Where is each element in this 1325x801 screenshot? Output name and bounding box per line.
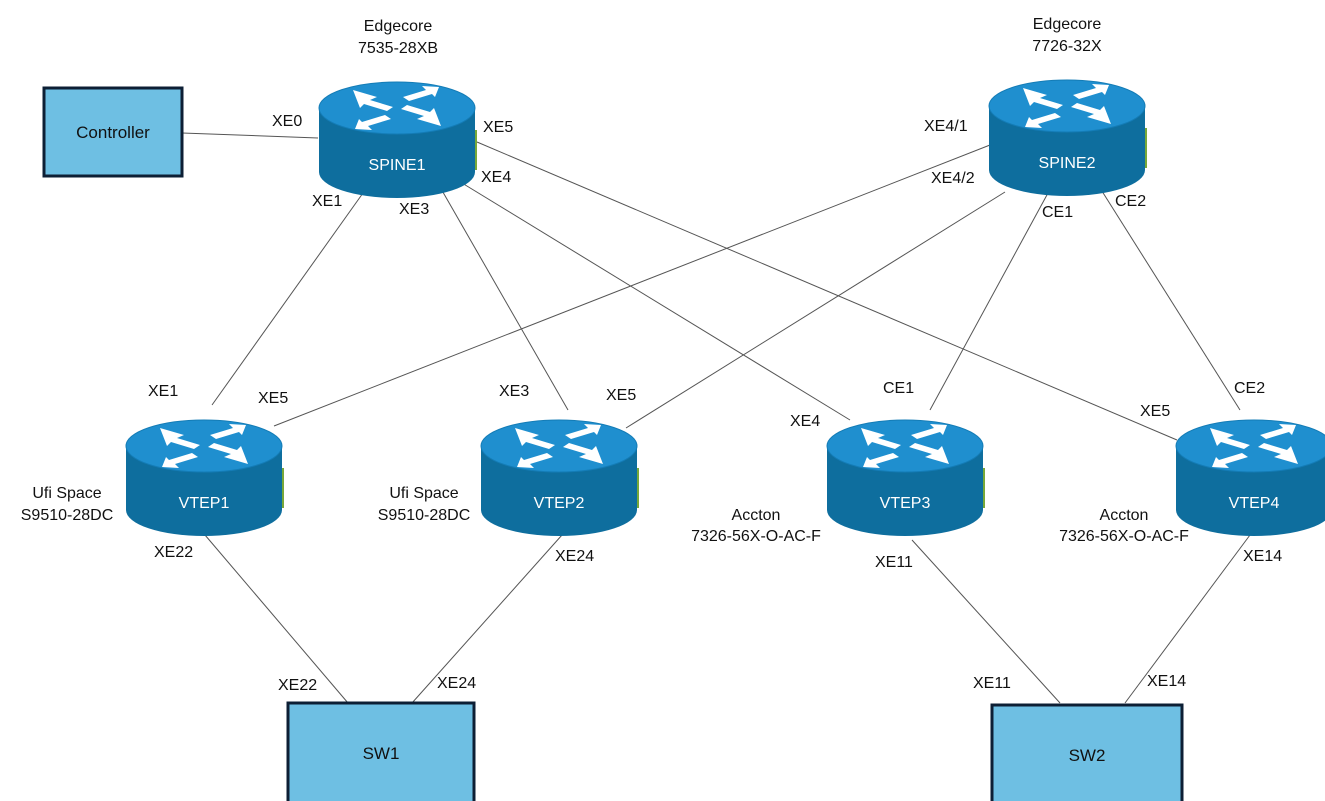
spine2-vendor: Edgecore [1033,16,1102,33]
port-label: XE22 [278,677,317,694]
link-vtep1-sw1 [204,534,349,704]
router-icon [125,419,284,537]
port-label: XE14 [1147,673,1186,690]
router-icon [988,79,1147,197]
port-label: XE0 [272,113,302,130]
sw1-label: SW1 [363,744,400,763]
link-controller-spine1 [181,132,319,139]
port-label: XE24 [555,548,594,565]
vtep1-vendor: Ufi Space [32,485,101,502]
controller-node[interactable]: Controller [42,86,184,178]
vtep4-model: 7326-56X-O-AC-F [1059,528,1189,545]
port-label: XE14 [1243,548,1282,565]
vtep2-vendor: Ufi Space [389,485,458,502]
port-label: CE1 [883,380,914,397]
port-label: XE1 [148,383,178,400]
spine1-label: SPINE1 [369,157,426,174]
port-label: XE24 [437,675,476,692]
link-vtep2-sw1 [411,534,563,704]
vtep3-model: 7326-56X-O-AC-F [691,528,821,545]
spine1-vendor: Edgecore [364,18,433,35]
port-label: XE4 [790,413,820,430]
spine1-model: 7535-28XB [358,40,438,57]
sw1-box [286,701,476,801]
link-spine2-vtep2 [625,191,1006,429]
link-spine1-vtep2 [439,186,569,411]
vtep1-node[interactable]: VTEP1 Ufi Space S9510-28DC [21,419,284,537]
vtep1-label: VTEP1 [179,495,230,512]
spine2-label: SPINE2 [1039,155,1096,172]
link-spine1-vtep4 [476,141,1178,441]
port-label: XE11 [973,675,1011,692]
sw2-box [990,703,1184,801]
controller-label: Controller [76,123,150,142]
port-label: XE3 [399,201,429,218]
vtep4-vendor: Accton [1100,507,1149,524]
vtep4-label: VTEP4 [1229,495,1280,512]
port-label: XE3 [499,383,529,400]
port-label: XE5 [1140,403,1170,420]
vtep3-label: VTEP3 [880,495,931,512]
sw1-node[interactable]: SW1 [286,701,476,801]
sw2-label: SW2 [1069,746,1106,765]
router-icon [480,419,639,537]
spine1-node[interactable]: Edgecore 7535-28XB SPINE1 [318,18,477,199]
port-label: XE1 [312,193,342,210]
sw2-node[interactable]: SW2 [990,703,1184,801]
link-spine1-vtep3 [461,182,851,421]
router-icon [318,81,477,199]
port-label: XE4/2 [931,170,975,187]
vtep2-model: S9510-28DC [378,507,471,524]
link-vtep3-sw2 [911,539,1061,704]
router-icon [1175,419,1325,537]
port-label: CE2 [1234,380,1265,397]
port-label: XE5 [258,390,288,407]
port-label: XE4 [481,169,511,186]
controller-box [42,86,184,178]
link-spine2-vtep3 [929,192,1049,411]
link-spine2-vtep1 [273,144,991,427]
port-label: XE11 [875,554,913,571]
port-label: XE5 [606,387,636,404]
vtep3-vendor: Accton [732,507,781,524]
link-spine1-vtep1 [211,185,369,406]
vtep4-node[interactable]: VTEP4 Accton 7326-56X-O-AC-F [1059,419,1325,545]
port-label: XE4/1 [924,118,968,135]
vtep2-label: VTEP2 [534,495,585,512]
vtep1-model: S9510-28DC [21,507,114,524]
spine2-node[interactable]: Edgecore 7726-32X SPINE2 [988,16,1147,197]
vtep2-node[interactable]: VTEP2 Ufi Space S9510-28DC [378,419,639,537]
router-icon [826,419,985,537]
port-label: CE2 [1115,193,1146,210]
link-vtep4-sw2 [1124,534,1251,704]
link-spine2-vtep4 [1099,187,1241,411]
port-label: XE5 [483,119,513,136]
spine2-model: 7726-32X [1032,38,1102,55]
port-label: CE1 [1042,204,1073,221]
port-label: XE22 [154,544,193,561]
vtep3-node[interactable]: VTEP3 Accton 7326-56X-O-AC-F [691,419,985,545]
